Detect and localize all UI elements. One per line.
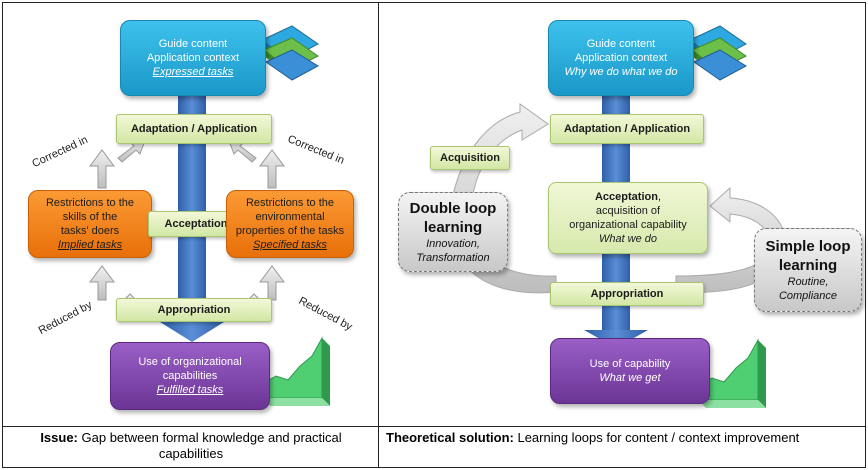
left-guide-line3: Expressed tasks bbox=[152, 66, 234, 78]
right-caption: Theoretical solution: Learning loops for… bbox=[386, 430, 864, 446]
simple-loop-box: Simple loop learning Routine, Compliance bbox=[754, 228, 862, 312]
restr-left-line3: tasks' doers bbox=[60, 225, 120, 237]
restr-left-line4: Implied tasks bbox=[57, 239, 123, 251]
right-guide-line2: Application context bbox=[574, 52, 668, 64]
right-guide-box: Guide content Application context Why we… bbox=[548, 20, 694, 96]
restr-right-line2: environmental bbox=[255, 211, 325, 223]
left-adaptation-box: Adaptation / Application bbox=[116, 114, 272, 144]
double-loop-box: Double loop learning Innovation, Transfo… bbox=[398, 192, 508, 272]
left-guide-line1: Guide content bbox=[158, 38, 228, 50]
right-adaptation-box: Adaptation / Application bbox=[550, 114, 704, 144]
right-guide-line3: Why we do what we do bbox=[564, 66, 678, 78]
double-loop-title2: learning bbox=[423, 219, 483, 236]
right-acceptation-comma: , bbox=[657, 191, 662, 203]
left-appropriation-label: Appropriation bbox=[157, 304, 231, 316]
left-guide-box: Guide content Application context Expres… bbox=[120, 20, 266, 96]
right-use-line1: Use of capability bbox=[589, 358, 671, 370]
restr-left-line2: skills of the bbox=[62, 211, 118, 223]
left-caption-text: Gap between formal knowledge and practic… bbox=[81, 430, 342, 445]
books-icon-left bbox=[261, 25, 320, 81]
right-acceptation-title: Acceptation bbox=[594, 191, 658, 203]
right-appropriation-box: Appropriation bbox=[550, 282, 704, 306]
left-caption-bold: Issue: bbox=[40, 430, 78, 445]
left-appropriation-box: Appropriation bbox=[116, 298, 272, 322]
simple-loop-sub1: Routine, bbox=[787, 276, 829, 288]
left-guide-line2: Application context bbox=[146, 52, 240, 64]
left-use-box: Use of organizational capabilities Fulfi… bbox=[110, 342, 270, 410]
right-acceptation-line1: Acceptation, bbox=[595, 190, 661, 204]
restr-left-line1: Restrictions to the bbox=[45, 197, 135, 209]
right-acquisition-box: Acquisition bbox=[430, 146, 510, 170]
right-acquisition-label: Acquisition bbox=[440, 152, 500, 164]
left-restrictions-environment-box: Restrictions to the environmental proper… bbox=[226, 190, 354, 258]
left-adaptation-label: Adaptation / Application bbox=[130, 123, 258, 135]
right-acceptation-box: Acceptation, acquisition of organization… bbox=[548, 182, 708, 254]
growth-chart-icon-right bbox=[697, 338, 766, 408]
right-caption-text: Learning loops for content / context imp… bbox=[517, 430, 800, 445]
simple-loop-title1: Simple loop bbox=[765, 238, 851, 255]
left-caption-text2: capabilities bbox=[158, 446, 224, 461]
left-use-line1: Use of organizational bbox=[138, 356, 242, 368]
restr-right-line4: Specified tasks bbox=[253, 239, 327, 251]
double-loop-title1: Double loop bbox=[409, 200, 497, 217]
right-adaptation-label: Adaptation / Application bbox=[563, 123, 691, 135]
right-guide-line1: Guide content bbox=[586, 38, 656, 50]
right-acceptation-line4: What we do bbox=[598, 233, 658, 245]
left-acceptation-label: Acceptation bbox=[164, 218, 228, 230]
caption-divider bbox=[2, 426, 866, 427]
simple-loop-title2: learning bbox=[778, 257, 838, 274]
left-caption: Issue: Gap between formal knowledge and … bbox=[10, 430, 372, 462]
left-restrictions-skills-box: Restrictions to the skills of the tasks'… bbox=[28, 190, 152, 258]
books-icon-right bbox=[689, 25, 748, 81]
right-use-box: Use of capability What we get bbox=[550, 338, 710, 404]
simple-loop-sub2: Compliance bbox=[778, 290, 838, 302]
growth-chart-icon-left bbox=[261, 336, 330, 406]
right-acceptation-line2: acquisition of bbox=[595, 205, 661, 217]
right-acceptation-line3: organizational capability bbox=[569, 219, 687, 231]
right-caption-bold: Theoretical solution: bbox=[386, 430, 514, 445]
column-divider bbox=[378, 2, 379, 468]
left-use-line3: Fulfilled tasks bbox=[156, 384, 224, 396]
right-use-line2: What we get bbox=[599, 372, 661, 384]
double-loop-sub1: Innovation, bbox=[426, 238, 480, 250]
left-use-line2: capabilities bbox=[162, 370, 218, 382]
restr-right-line3: properties of the tasks bbox=[235, 225, 345, 237]
right-appropriation-label: Appropriation bbox=[590, 288, 664, 300]
double-loop-sub2: Transformation bbox=[416, 252, 490, 264]
restr-right-line1: Restrictions to the bbox=[245, 197, 335, 209]
